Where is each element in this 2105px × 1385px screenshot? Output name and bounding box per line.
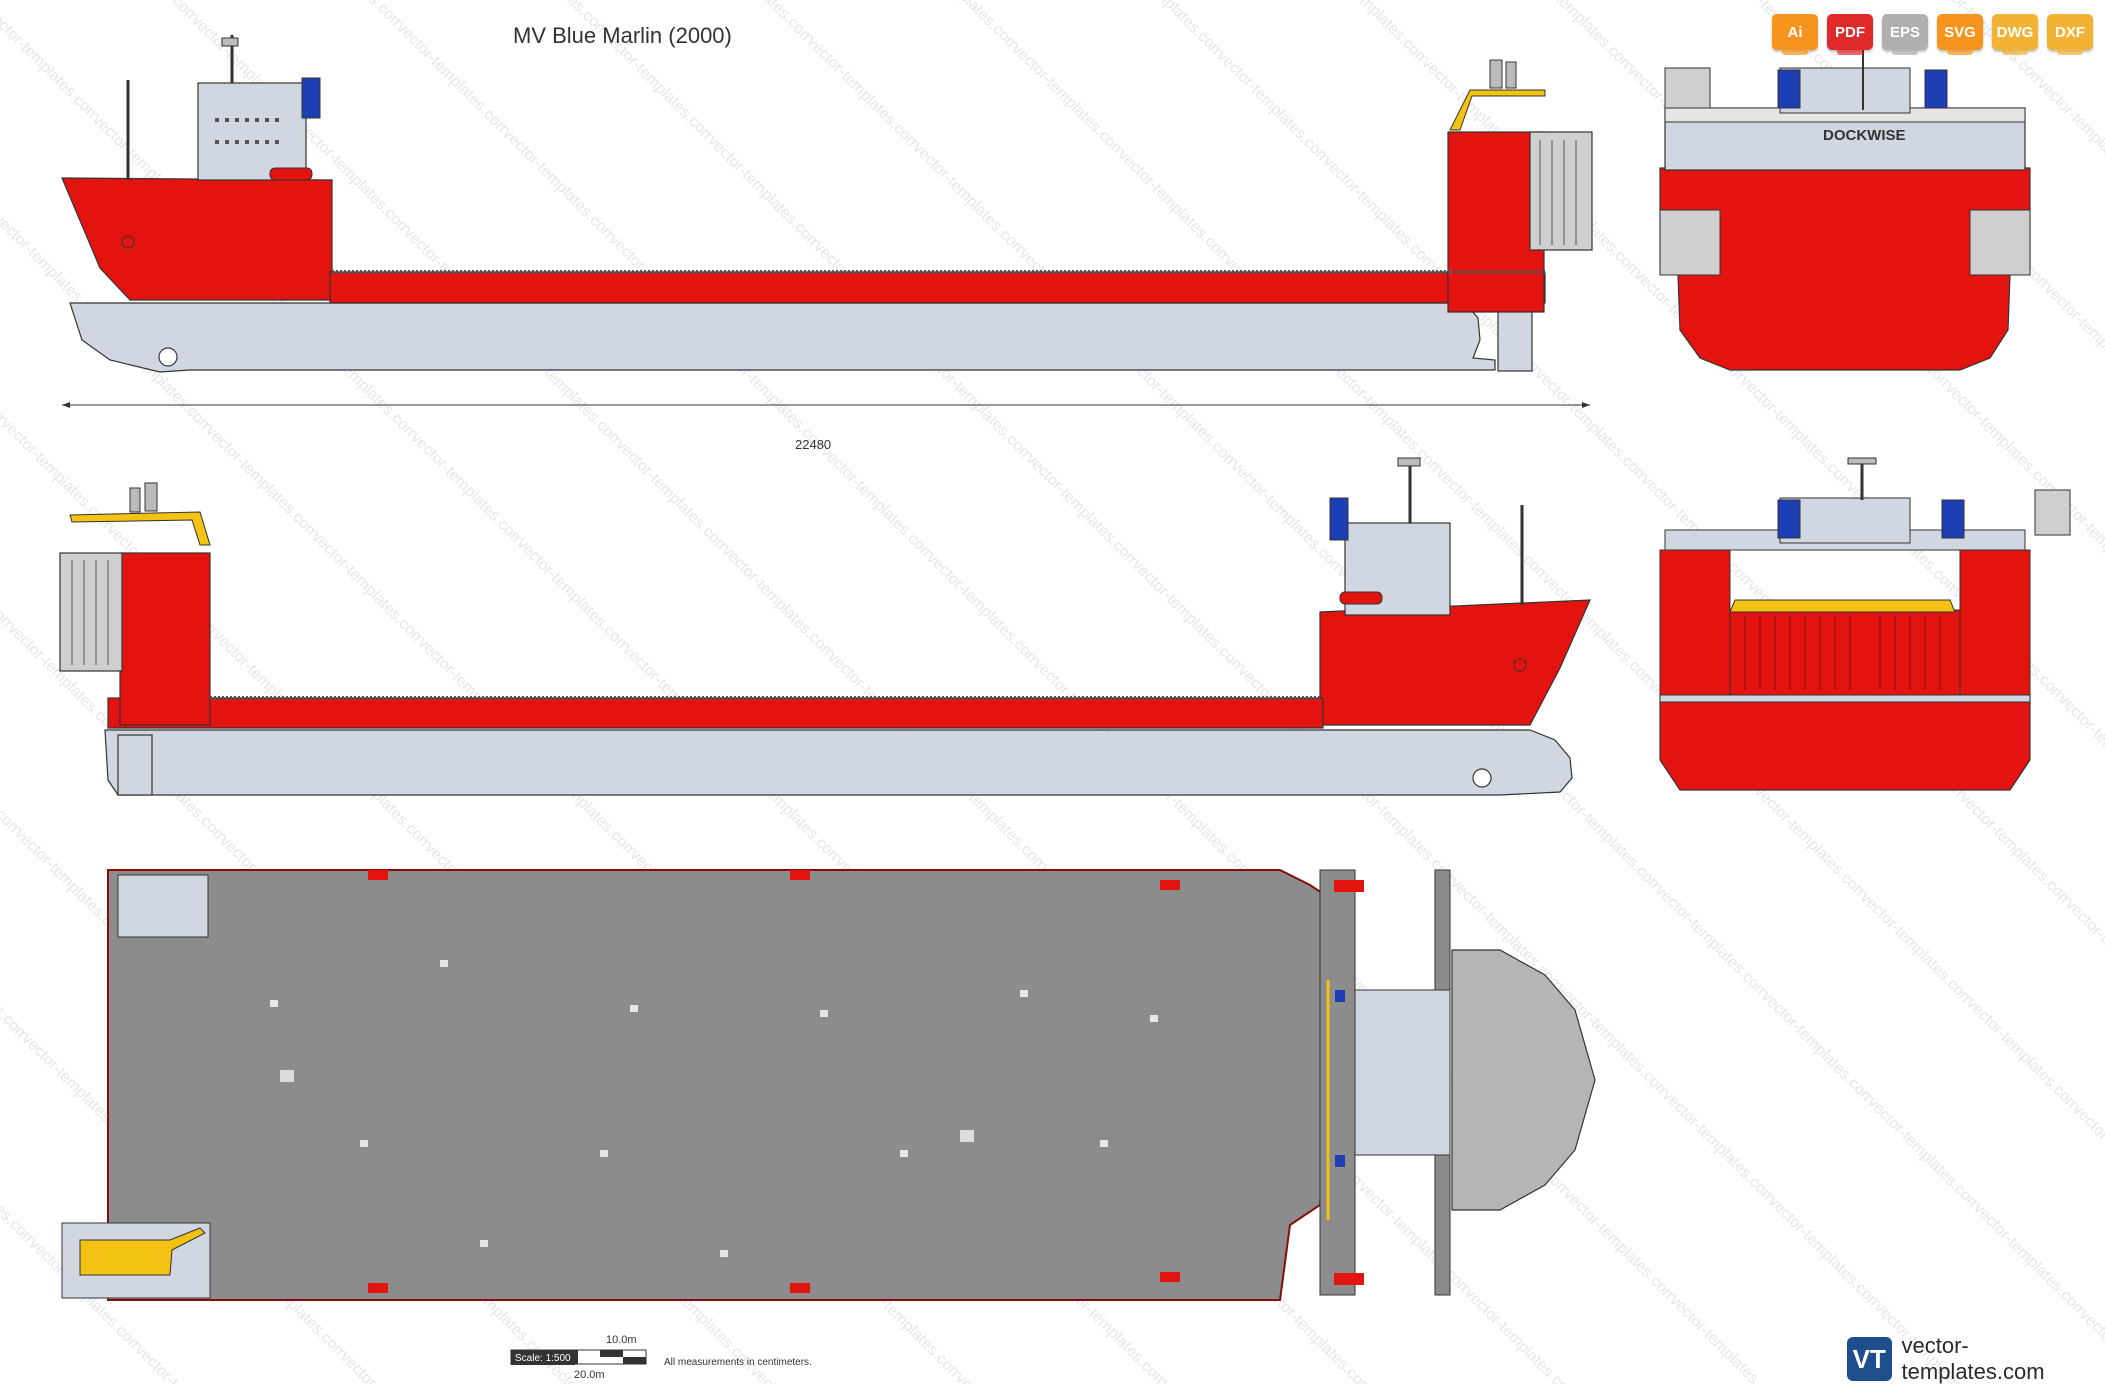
bow-hull-red (1659, 694, 2031, 791)
lower-hull-2 (104, 729, 1573, 796)
main-deck-red (329, 271, 1546, 304)
bow-tower-left (1659, 549, 1731, 696)
fwd-casing (59, 552, 123, 672)
side-view-starboard (61, 35, 1593, 373)
scale-label: Scale: 1:500 (511, 1352, 575, 1365)
format-svg-button[interactable]: SVG (1937, 14, 1983, 55)
bow-deckhouse (1729, 609, 1961, 696)
fwd-deckhouse-top (117, 874, 209, 938)
lower-hull (69, 302, 1496, 373)
scale-20m-label: 20.0m (574, 1369, 605, 1381)
fwd-tower (119, 552, 211, 726)
bow-tower-right (1959, 549, 2031, 696)
bow-view (1659, 457, 2071, 791)
radar (221, 37, 239, 47)
superstructure (197, 82, 307, 181)
aft-crane (1449, 89, 1546, 131)
format-dwg-button[interactable]: DWG (1992, 14, 2038, 55)
accommodation-top (1354, 989, 1451, 1156)
funnel (301, 77, 321, 119)
skeg (1497, 302, 1533, 372)
format-eps-button[interactable]: EPS (1882, 14, 1928, 55)
stern-bridge-top (1319, 869, 1356, 1296)
aft-casing (1529, 131, 1593, 251)
bulb-circle (158, 347, 178, 367)
cargo-deck (107, 869, 1342, 1301)
aft-tower (1447, 131, 1545, 313)
format-buttons: Ai PDF EPS SVG DWG DXF (1772, 14, 2093, 55)
funnel-2 (1329, 497, 1349, 541)
site-logo[interactable]: VT vector-templates.com (1847, 1333, 2105, 1385)
side-view-port (59, 457, 1591, 796)
scale-10m-label: 10.0m (606, 1334, 637, 1346)
vt-logo-icon: VT (1847, 1337, 1892, 1381)
main-deck-red-2 (107, 697, 1324, 729)
format-ai-button[interactable]: Ai (1772, 14, 1818, 55)
skeg-2 (117, 734, 153, 796)
format-dxf-button[interactable]: DXF (2047, 14, 2093, 55)
lifeboat (269, 167, 313, 181)
bow-forecastle-top (1451, 949, 1596, 1211)
fwd-crane (69, 511, 211, 546)
format-pdf-button[interactable]: PDF (1827, 14, 1873, 55)
logo-text: vector-templates.com (1901, 1333, 2045, 1384)
stern-view: DOCKWISE (1659, 40, 2031, 371)
top-view (61, 869, 1596, 1301)
length-dimension: 22480 (795, 437, 832, 452)
measurement-note: All measurements in centimeters. (664, 1357, 812, 1368)
dockwise-label: DOCKWISE (1823, 127, 1906, 144)
drawing-title: MV Blue Marlin (2000) (513, 23, 732, 48)
